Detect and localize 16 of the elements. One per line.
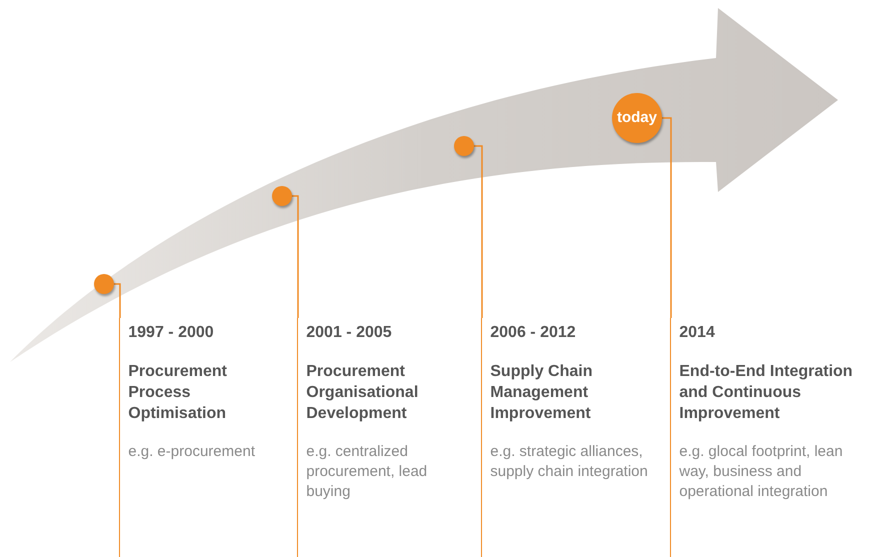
connector-line bbox=[474, 145, 483, 318]
period-label: 2014 bbox=[679, 323, 716, 343]
period-label: 2006 - 2012 bbox=[490, 323, 577, 343]
example-text: e.g. strategic alliances, supply chain integration bbox=[490, 442, 649, 482]
period-label: 2001 - 2005 bbox=[306, 323, 393, 343]
phase-title: Procurement Process Optimisation bbox=[128, 362, 228, 424]
example-text: e.g. glocal footprint, lean way, business and operational integration bbox=[679, 442, 844, 502]
connector-line bbox=[662, 117, 672, 318]
example-text: e.g. centralized procurement, lead buying bbox=[306, 442, 428, 502]
example-text: e.g. e-procurement bbox=[128, 442, 256, 462]
connector-line bbox=[292, 195, 299, 318]
phase-title: Supply Chain Management Improvement bbox=[490, 362, 594, 424]
connector-line bbox=[114, 283, 121, 318]
phase-title: Procurement Organisational Development bbox=[306, 362, 420, 424]
period-label: 1997 - 2000 bbox=[128, 323, 215, 343]
phase-title: End-to-End Integration and Continuous Improvement bbox=[679, 362, 854, 424]
